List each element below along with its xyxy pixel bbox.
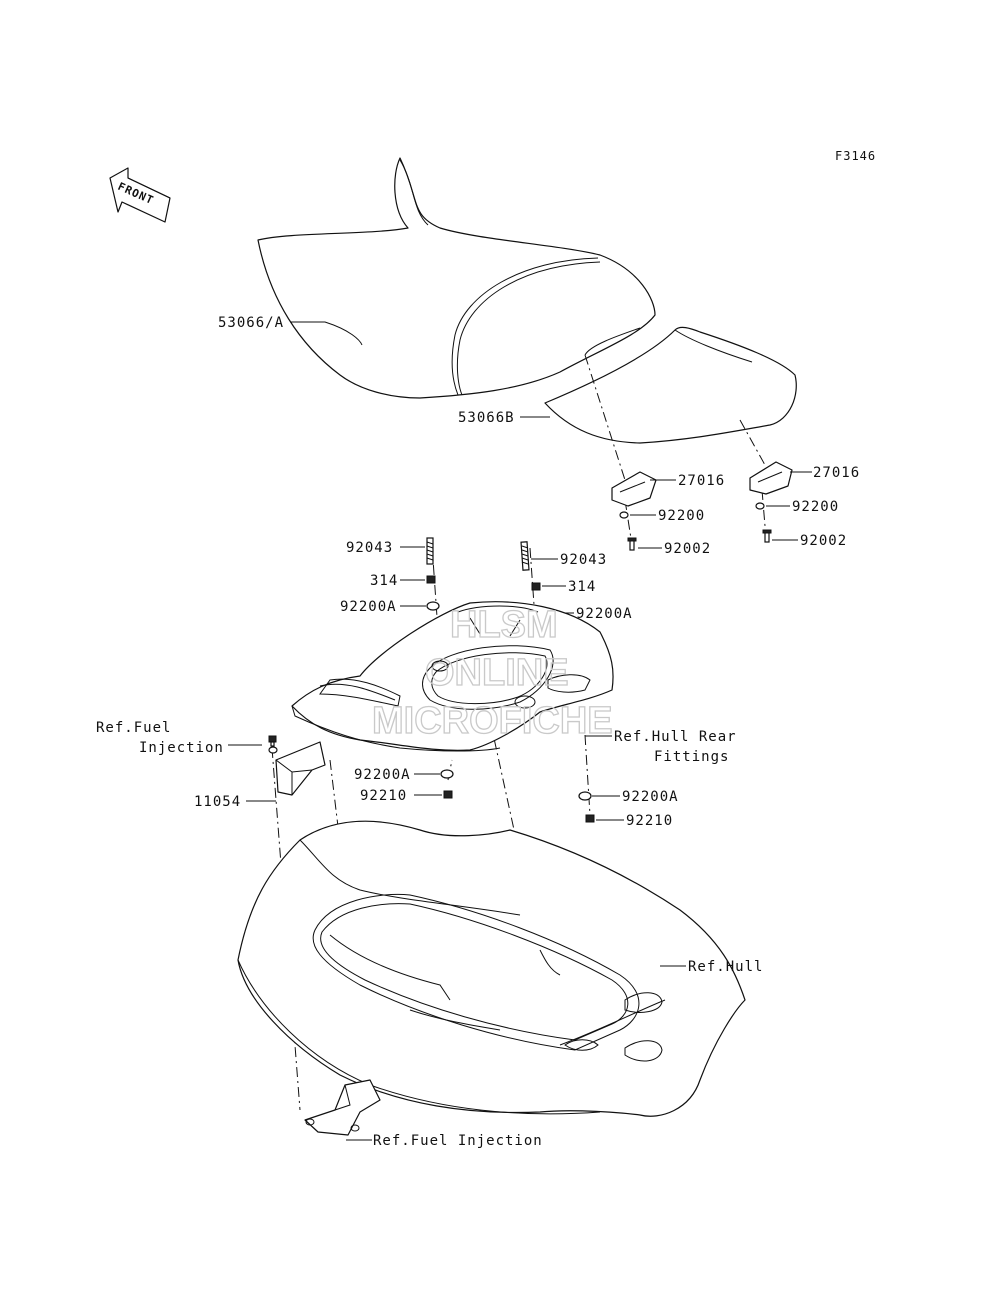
stud-right-icon xyxy=(520,541,530,571)
label-seat-rear: 53066B xyxy=(458,410,515,426)
fuel-injection-bracket-drawing xyxy=(304,1079,381,1136)
nut-left-icon xyxy=(426,575,436,584)
label-ref-hull-rear-fittings-2: Fittings xyxy=(654,749,729,765)
watermark-line-3: MICROFICHE xyxy=(372,700,613,742)
label-ref-fuel-injection-top-2: Injection xyxy=(139,740,224,756)
label-stopper-right: 27016 xyxy=(813,465,860,481)
seat-rear-drawing xyxy=(544,326,797,444)
stopper-left-drawing xyxy=(611,471,657,507)
hull-drawing xyxy=(237,820,746,1117)
label-bolt-left: 92002 xyxy=(664,541,711,557)
label-ref-fuel-injection-bottom: Ref.Fuel Injection xyxy=(373,1133,543,1149)
seat-front-drawing xyxy=(257,157,656,399)
label-nut-right: 314 xyxy=(568,579,596,595)
figure-code: F3146 xyxy=(835,149,876,163)
label-nut-left: 314 xyxy=(370,573,398,589)
label-washer-a-upper-right: 92200A xyxy=(576,606,633,622)
bolt-right-icon xyxy=(762,529,772,543)
label-washer-a-lower-left: 92200A xyxy=(354,767,411,783)
label-stopper-left: 27016 xyxy=(678,473,725,489)
label-ref-hull-rear-fittings-1: Ref.Hull Rear xyxy=(614,729,737,745)
label-bracket: 11054 xyxy=(194,794,241,810)
label-nut-lower-right: 92210 xyxy=(626,813,673,829)
front-direction-arrow-icon: FRONT xyxy=(109,167,171,223)
label-ref-hull: Ref.Hull xyxy=(688,959,763,975)
watermark-line-1: HLSM xyxy=(450,604,558,646)
label-washer-left: 92200 xyxy=(658,508,705,524)
fuel-injection-washer-icon xyxy=(268,746,278,754)
bolt-left-icon xyxy=(627,537,637,551)
washer-a-lower-left-icon xyxy=(440,769,454,779)
label-washer-right: 92200 xyxy=(792,499,839,515)
label-stud-right: 92043 xyxy=(560,552,607,568)
label-nut-lower-left: 92210 xyxy=(360,788,407,804)
stopper-right-drawing xyxy=(749,461,793,495)
watermark: HLSM ONLINE MICROFICHE xyxy=(371,603,613,742)
stud-left-icon xyxy=(426,537,434,565)
washer-a-lower-right-icon xyxy=(578,791,592,801)
bracket-drawing xyxy=(275,741,326,796)
watermark-line-2: ONLINE xyxy=(425,652,569,694)
seat-base-drawing xyxy=(291,601,614,752)
fuel-injection-bolt-icon xyxy=(268,735,277,747)
washer-left-icon xyxy=(619,511,629,519)
washer-right-icon xyxy=(755,502,765,510)
label-stud-left: 92043 xyxy=(346,540,393,556)
label-bolt-right: 92002 xyxy=(800,533,847,549)
label-washer-a-upper-left: 92200A xyxy=(340,599,397,615)
label-ref-fuel-injection-top-1: Ref.Fuel xyxy=(96,720,171,736)
washer-a-upper-left-icon xyxy=(426,601,440,611)
nut-right-icon xyxy=(531,582,541,591)
label-washer-a-lower-right: 92200A xyxy=(622,789,679,805)
nut-lower-left-icon xyxy=(443,790,453,799)
label-seat-front: 53066/A xyxy=(218,315,284,331)
nut-lower-right-icon xyxy=(585,814,595,823)
